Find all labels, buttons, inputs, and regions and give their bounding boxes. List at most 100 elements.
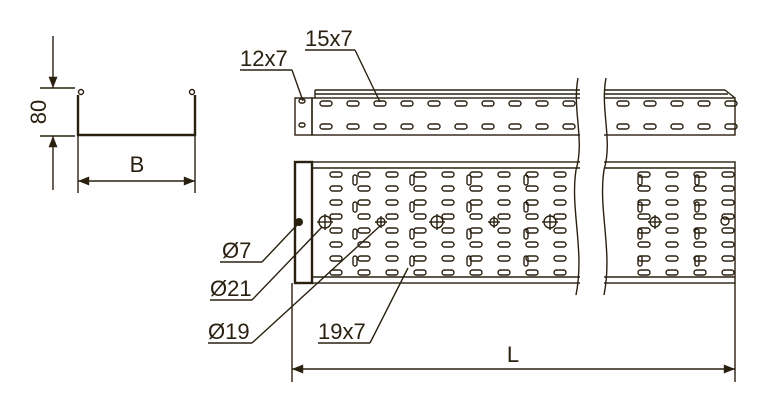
slot-icon [469,227,483,234]
slot-15x7-label: 15x7 [305,26,353,51]
slot-icon [525,227,539,234]
slot-icon [469,199,483,206]
slot-icon [400,100,414,107]
slot-icon [693,185,707,192]
slot-icon [724,100,738,107]
slot-icon [553,199,567,206]
slot-icon [352,201,358,213]
slot-icon [721,255,735,262]
slot-icon [637,174,643,186]
slot-icon [357,199,371,206]
slot-icon [357,269,371,276]
slot-icon [637,255,643,267]
slot-icon [409,174,415,186]
slot-icon [481,100,495,107]
side-view [294,89,738,136]
slot-icon [721,185,735,192]
hole-7-label: Ø7 [222,238,251,263]
slot-icon [298,122,306,128]
slot-icon [373,123,387,130]
slot-icon [329,199,343,206]
slot-icon [329,255,343,262]
slot-icon [357,185,371,192]
slot-icon [525,269,539,276]
slot-icon [466,201,472,213]
slot-icon [643,123,657,130]
slot-icon [693,199,707,206]
slot-icon [329,171,343,178]
slot-icon [553,213,567,220]
slot-icon [466,174,472,186]
slot-icon [562,100,576,107]
slot-icon [469,255,483,262]
slot-icon [441,227,455,234]
slot-icon [441,185,455,192]
slot-icon [535,100,549,107]
slot-icon [385,171,399,178]
slot-icon [409,228,415,240]
slot-icon [409,201,415,213]
slot-icon [469,213,483,220]
slot-icon [413,255,427,262]
slot-icon [466,228,472,240]
slot-icon [469,171,483,178]
slot-icon [441,171,455,178]
slot-icon [637,201,643,213]
slot-icon [441,269,455,276]
slot-icon [357,213,371,220]
slot-icon [553,269,567,276]
slot-icon [525,213,539,220]
slot-icon [693,227,707,234]
slot-icon [441,241,455,248]
hole-21-label: Ø21 [210,276,252,301]
slot-19x7-label: 19x7 [318,319,366,344]
slot-icon [346,100,360,107]
cross-section-view: 80 B [26,36,197,193]
slot-icon [562,123,576,130]
width-dimension-label: B [130,152,145,177]
slot-icon [441,199,455,206]
slot-icon [497,171,511,178]
slot-icon [693,241,707,248]
slot-icon [721,241,735,248]
slot-icon [385,241,399,248]
length-dimension [291,283,736,382]
slot-icon [553,241,567,248]
plan-view [293,160,736,285]
slot-icon [508,123,522,130]
slot-icon [385,255,399,262]
slot-icon [469,269,483,276]
slot-icon [319,100,333,107]
slot-icon [469,241,483,248]
hole-19-label: Ø19 [208,319,250,344]
slot-icon [665,185,679,192]
slot-icon [665,199,679,206]
slot-icon [357,227,371,234]
slot-icon [721,199,735,206]
slot-icon [665,227,679,234]
slot-icon [616,100,630,107]
slot-icon [385,269,399,276]
slot-icon [553,255,567,262]
slot-icon [413,199,427,206]
slot-icon [352,228,358,240]
slot-icon [441,213,455,220]
slot-icon [637,213,651,220]
slot-icon [665,269,679,276]
slot-icon [694,201,700,213]
slot-icon [357,171,371,178]
slot-icon [523,228,529,240]
slot-icon [637,269,651,276]
slot-icon [441,255,455,262]
slot-icon [616,123,630,130]
slot-icon [385,185,399,192]
slot-icon [523,201,529,213]
slot-icon [525,185,539,192]
slot-icon [413,227,427,234]
slot-icon [523,174,529,186]
hole-7-icon [295,218,303,226]
slot-icon [535,123,549,130]
slot-icon [693,213,707,220]
slot-icon [665,241,679,248]
